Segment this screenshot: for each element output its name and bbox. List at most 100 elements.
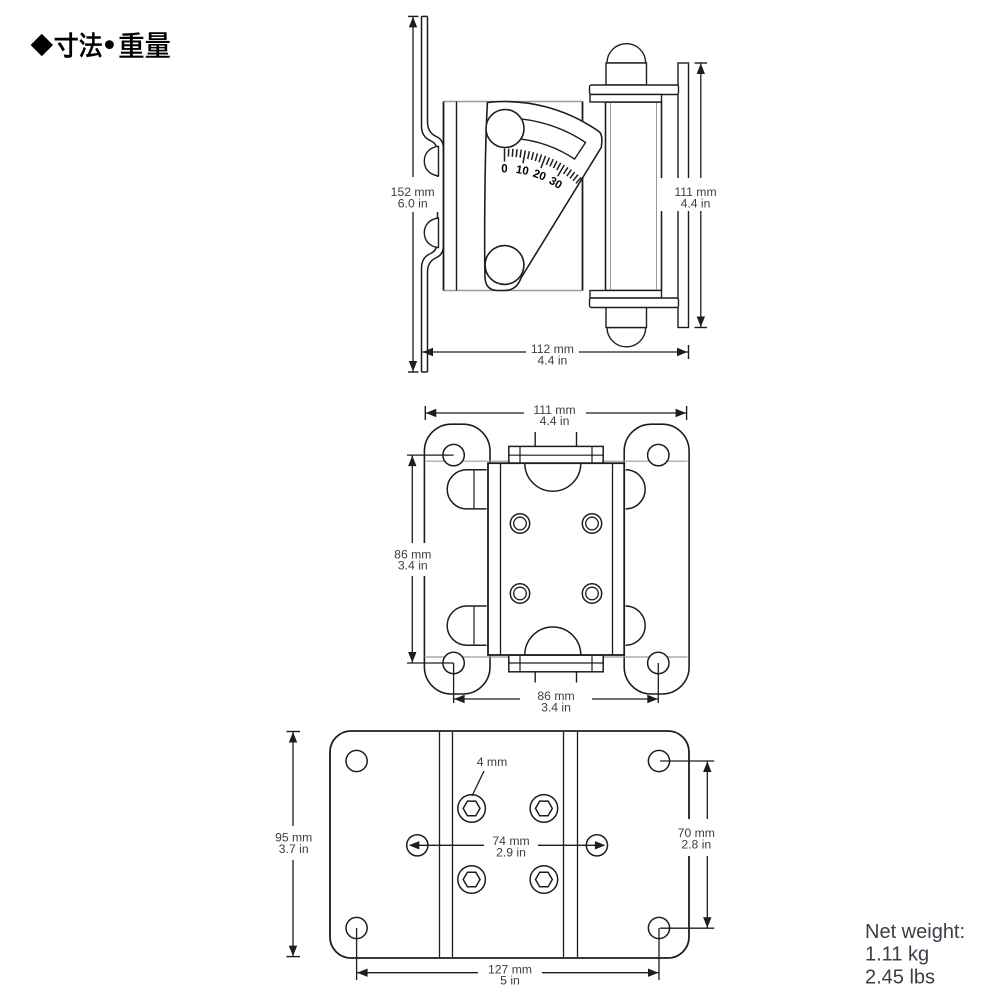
- adjuster-knob: [485, 108, 525, 149]
- arrowhead-icon: [408, 841, 420, 850]
- arrowhead-icon: [703, 761, 712, 772]
- arrowhead-icon: [408, 652, 417, 663]
- front-bolt-1: [509, 513, 531, 534]
- net-weight-label: Net weight:: [865, 921, 965, 943]
- dim-plate-right-hole-spacing: 70 mm 2.8 in: [660, 760, 721, 929]
- front-view: 111 mm 4.4 in 86 mm 3.4 in 86 mm 3.4 in: [388, 402, 690, 716]
- arrowhead-icon: [647, 694, 658, 704]
- knuckle-left-bottom: [446, 605, 487, 646]
- title-glyph-sun: [54, 32, 78, 58]
- dim-label-front-width-inch: 4.4 in: [540, 414, 570, 428]
- plate-bump-bottom: [423, 217, 440, 249]
- arrowhead-icon: [696, 63, 705, 74]
- label-mask: [520, 687, 592, 716]
- pin-dome-top: [606, 43, 647, 64]
- net-weight-kg: 1.11 kg: [865, 944, 929, 966]
- dim-side-depth: 112 mm 4.4 in: [422, 340, 690, 370]
- pivot-knob: [484, 244, 525, 286]
- dim-side-height: 152 mm 6.0 in: [386, 15, 441, 373]
- scale-label-30: 30: [547, 175, 564, 192]
- net-weight: Net weight: 1.11 kg 2.45 lbs: [865, 921, 965, 989]
- dim-label-plate-rhs-mm: 70 mm: [678, 826, 715, 840]
- label-mask: [386, 177, 441, 212]
- dim-label-front-hsv-mm: 86 mm: [394, 547, 431, 561]
- adjustment-slot: [516, 118, 587, 160]
- pin-collar-bottom: [605, 304, 648, 329]
- dim-label-front-width-mm: 111 mm: [533, 403, 575, 417]
- page-title: [30, 32, 170, 58]
- dim-label-side-depth-mm: 112 mm: [531, 342, 574, 356]
- arrowhead-icon: [425, 408, 437, 418]
- dim-front-hole-spacing-v: 86 mm 3.4 in: [388, 454, 454, 664]
- label-mask: [478, 961, 542, 989]
- dim-label-plate-height-inch: 3.7 in: [279, 842, 309, 856]
- title-glyph-dot: [105, 40, 114, 49]
- spring-arch-bottom: [524, 626, 582, 656]
- scale-label-20: 20: [531, 168, 547, 184]
- wing-hole-top-right: [646, 443, 670, 467]
- arrowhead-icon: [677, 347, 688, 357]
- label-mask: [268, 826, 320, 860]
- title-glyph-juu: [119, 32, 144, 58]
- clamp-bar-top-outer: [588, 84, 680, 96]
- clamp-bar-bottom-outer: [588, 297, 680, 309]
- arrowhead-icon: [675, 408, 687, 418]
- arrowhead-icon: [703, 917, 712, 928]
- scale-label-0: 0: [501, 163, 507, 175]
- dim-label-side-depth-inch: 4.4 in: [537, 353, 567, 367]
- knuckle-left-top: [446, 468, 487, 510]
- pin-collar-top: [605, 62, 648, 86]
- arrowhead-icon: [454, 694, 465, 704]
- hole-diameter-leader: [471, 770, 485, 797]
- label-mask: [484, 831, 538, 860]
- spring-arch-top: [524, 463, 582, 492]
- dim-plate-width: 127 mm 5 in: [355, 928, 660, 989]
- label-mask: [388, 543, 440, 576]
- front-bolt-4: [581, 583, 603, 604]
- label-mask: [658, 178, 722, 211]
- arrowhead-icon: [594, 841, 606, 850]
- side-view: 0 10 20 30 152 mm 6.0 in 111 mm 4.4 in 1…: [386, 15, 722, 373]
- plate-hex-bolt-3: [457, 864, 487, 895]
- label-mask: [526, 340, 579, 370]
- dim-label-plate-slot-spacing-mm: 74 mm: [492, 834, 529, 848]
- clamp-bar-bottom-inner: [589, 289, 663, 299]
- dim-plate-height: 95 mm 3.7 in: [268, 730, 320, 958]
- arrowhead-icon: [288, 945, 298, 957]
- arrowhead-icon: [408, 455, 417, 467]
- pin-dome-bottom: [606, 326, 647, 348]
- arrowhead-icon: [408, 16, 418, 28]
- knuckle-right-bottom: [625, 605, 646, 646]
- arrowhead-icon: [408, 361, 418, 372]
- dim-front-width: 111 mm 4.4 in: [424, 402, 688, 428]
- dim-front-hole-spacing-h: 86 mm 3.4 in: [452, 663, 659, 716]
- dim-label-plate-rhs-inch: 2.8 in: [681, 837, 711, 851]
- arrowhead-icon: [422, 347, 433, 357]
- plate-hex-bolt-2: [529, 793, 559, 823]
- label-mask: [672, 819, 721, 856]
- plate-bump-top: [423, 145, 440, 177]
- arrowhead-icon: [648, 968, 659, 977]
- front-body: [487, 462, 626, 656]
- title-glyph-ryou: [145, 32, 170, 58]
- net-weight-lbs: 2.45 lbs: [865, 967, 935, 989]
- hole-diameter-label: 4 mm: [477, 755, 507, 769]
- label-mask: [524, 402, 586, 427]
- arrowhead-icon: [288, 732, 298, 743]
- dim-label-plate-width-inch: 5 in: [500, 974, 520, 988]
- diamond-icon: [30, 33, 53, 57]
- plate-hex-bolt-1: [457, 793, 487, 823]
- scale-ticks: [503, 148, 582, 184]
- dim-label-plate-slot-spacing-inch: 2.9 in: [496, 846, 526, 860]
- scale-label-10: 10: [515, 164, 530, 178]
- front-bolt-3: [509, 583, 531, 604]
- dim-label-front-hsv-inch: 3.4 in: [398, 559, 428, 573]
- dim-label-front-hsh-inch: 3.4 in: [541, 700, 571, 714]
- plate-view: 4 mm 95 mm 3.7 in 74 mm 2.9 in 70 mm 2.8…: [268, 730, 721, 989]
- plate-hex-bolt-4: [529, 864, 559, 895]
- dim-label-side-pivot-height-inch: 4.4 in: [681, 197, 711, 211]
- dim-label-front-hsh-mm: 86 mm: [537, 689, 574, 703]
- dim-label-side-height-inch: 6.0 in: [398, 197, 428, 211]
